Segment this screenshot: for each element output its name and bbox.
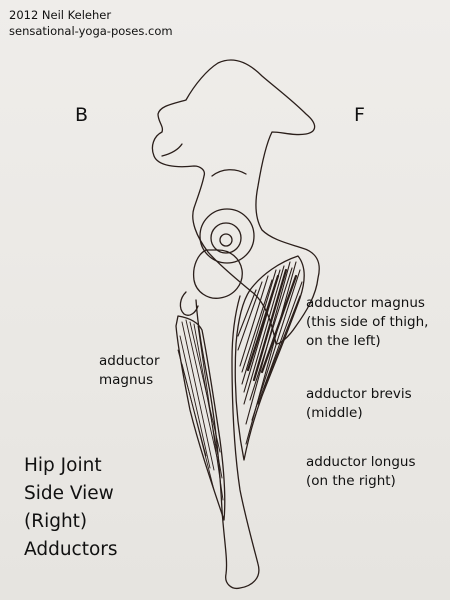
credit-line-2: sensational-yoga-poses.com [9, 24, 173, 38]
label-line: adductor [99, 353, 160, 369]
adductor-longus-label: adductor longus (on the right) [306, 453, 416, 491]
adductor-magnus-left-label: adductor magnus [99, 352, 160, 390]
label-line: adductor brevis [306, 386, 412, 402]
femur-outline [195, 295, 260, 590]
back-direction-label: B [75, 104, 89, 126]
label-line: magnus [99, 372, 154, 388]
femoral-head-inner [210, 222, 242, 254]
label-line: on the left) [306, 333, 381, 349]
lesser-trochanter [179, 291, 199, 316]
front-direction-label: F [354, 104, 365, 126]
adductor-brevis-label: adductor brevis (middle) [306, 385, 412, 423]
title-line: Side View [24, 483, 114, 504]
adductor-group-outline [234, 255, 305, 461]
adductor-magnus-right-label: adductor magnus (this side of thigh, on … [306, 294, 428, 351]
title-line: (Right) [24, 511, 88, 532]
label-line: adductor longus [306, 454, 416, 470]
diagram-title: Hip Joint Side View (Right) Adductors [24, 452, 118, 564]
copyright-credit: 2012 Neil Keleher sensational-yoga-poses… [9, 7, 173, 39]
label-line: (this side of thigh, [306, 314, 429, 330]
femoral-head-center [219, 233, 233, 247]
title-line: Hip Joint [24, 455, 102, 476]
title-line: Adductors [24, 539, 118, 560]
adductor-magnus-posterior [175, 315, 226, 521]
pelvis-notch-line [161, 143, 183, 157]
femoral-head [199, 208, 255, 264]
greater-trochanter [192, 249, 243, 299]
pelvis-inner-line [211, 169, 247, 177]
pelvis-outline [151, 59, 320, 345]
label-line: adductor magnus [306, 295, 425, 311]
credit-line-1: 2012 Neil Keleher [9, 8, 112, 22]
label-line: (middle) [306, 405, 363, 421]
label-line: (on the right) [306, 473, 396, 489]
